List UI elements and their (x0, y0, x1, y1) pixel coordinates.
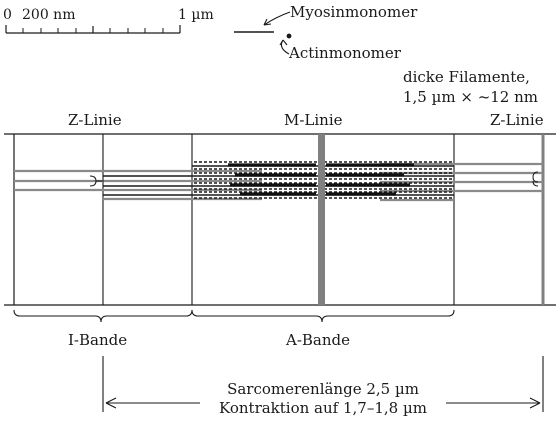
z-line-connectors (89, 171, 539, 187)
z-line-left-label: Z-Linie (68, 111, 122, 129)
contraction-label: Kontraktion auf 1,7–1,8 µm (219, 399, 427, 417)
myosin-pointer-arrow (263, 11, 291, 26)
actin-monomer-label: Actinmonomer (288, 44, 402, 62)
actin-monomer-symbol (286, 33, 292, 39)
z-line-right-label: Z-Linie (490, 111, 544, 129)
sarcomere-length-arrow (102, 356, 544, 412)
scale-bar: 0 200 nm 1 µm (3, 7, 214, 34)
thick-filaments-label-line2: 1,5 µm × ~12 nm (403, 88, 538, 106)
sarcomere (4, 133, 556, 306)
a-band-brace (191, 309, 455, 323)
i-band-brace (13, 309, 193, 323)
scale-label-zero: 0 (3, 7, 12, 23)
scale-label-1um: 1 µm (178, 7, 214, 23)
legend: Myosinmonomer Actinmonomer dicke Filamen… (234, 3, 538, 106)
thick-filaments-label-line1: dicke Filamente, (403, 68, 530, 86)
myosin-monomer-label: Myosinmonomer (290, 3, 418, 21)
band-braces (13, 309, 455, 323)
sarcomere-length-label: Sarcomerenlänge 2,5 µm (227, 380, 419, 398)
scale-label-200nm: 200 nm (22, 7, 75, 23)
i-band-label: I-Bande (68, 331, 127, 349)
thick-filaments (103, 161, 454, 199)
m-line-label: M-Linie (284, 111, 343, 129)
thin-filaments (14, 162, 543, 202)
m-line (318, 134, 325, 305)
a-band-label: A-Bande (285, 331, 350, 349)
